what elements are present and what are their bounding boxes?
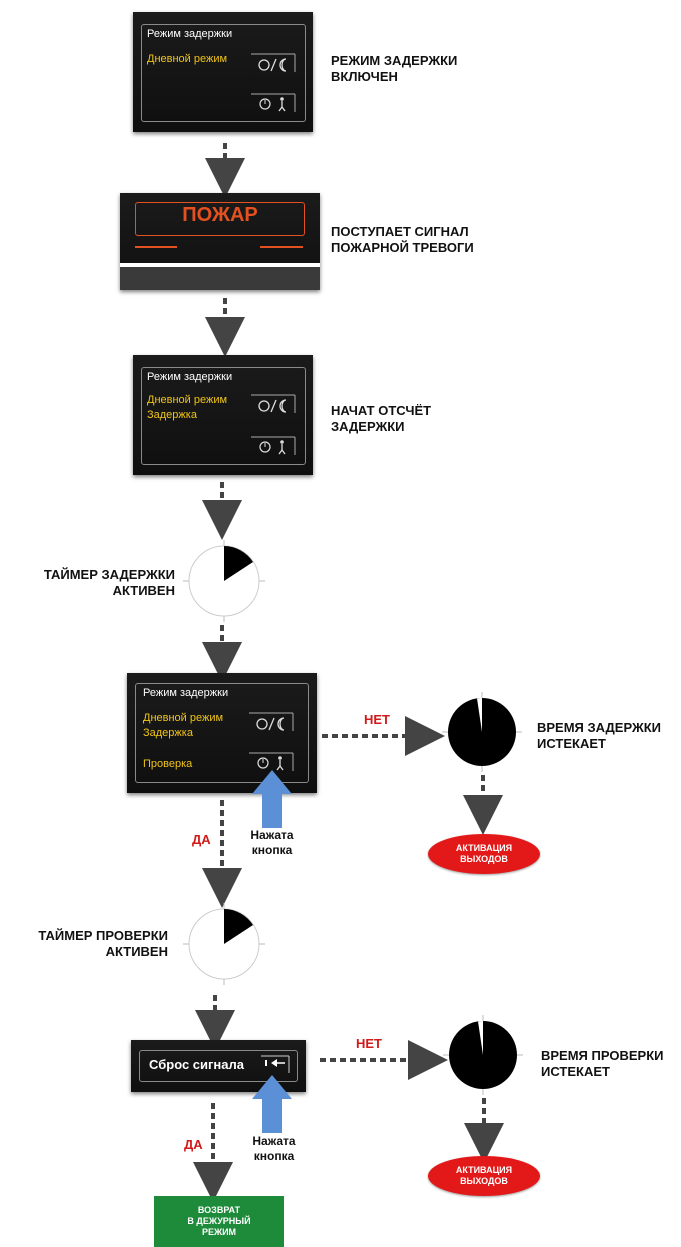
screen-title: Режим задержки — [147, 28, 233, 40]
label-line: ВКЛЮЧЕН — [331, 69, 398, 84]
reset-text: Сброс сигнала — [149, 1057, 245, 1072]
check-expired-clock-icon — [443, 1015, 523, 1095]
fire-box — [135, 202, 305, 236]
label-check-timer: ТАЙМЕР ПРОВЕРКИ АКТИВЕН — [0, 928, 168, 960]
label-line: ТАЙМЕР ЗАДЕРЖКИ — [43, 567, 175, 582]
label-line: Нажата — [250, 828, 294, 842]
label-delay-expires: ВРЕМЯ ЗАДЕРЖКИ ИСТЕКАЕТ — [537, 720, 661, 752]
screen-frame — [135, 683, 309, 783]
fire-bottom-band — [120, 267, 320, 290]
label-line: НАЧАТ ОТСЧЁТ — [331, 403, 432, 418]
screen-delay-mode-on: Режим задержки Дневной режим — [133, 12, 313, 132]
press-arrow-icon — [252, 770, 292, 828]
label-line: РЕЖИМ ЗАДЕРЖКИ — [331, 53, 458, 68]
label-line: ПОСТУПАЕТ СИГНАЛ — [331, 224, 469, 239]
pill-line: АКТИВАЦИЯ — [455, 843, 513, 853]
pill-line: ВЫХОДОВ — [460, 854, 508, 864]
label-line: ИСТЕКАЕТ — [541, 1064, 610, 1079]
label-delay-timer: ТАЙМЕР ЗАДЕРЖКИ АКТИВЕН — [0, 567, 175, 599]
screen-check: Режим задержки Дневной режим Задержка Пр… — [127, 673, 317, 793]
screen-line-day-mode: Дневной режим — [147, 53, 228, 65]
delay-expired-clock-icon — [442, 692, 522, 772]
screen-title: Режим задержки — [147, 371, 233, 383]
screen-line-delay: Задержка — [143, 727, 193, 739]
label-line: кнопка — [251, 843, 293, 857]
label-line: ВРЕМЯ ЗАДЕРЖКИ — [537, 720, 661, 735]
label-delay-count: НАЧАТ ОТСЧЁТ ЗАДЕРЖКИ — [331, 403, 431, 435]
label-line: АКТИВЕН — [112, 583, 175, 598]
label-check-expires: ВРЕМЯ ПРОВЕРКИ ИСТЕКАЕТ — [541, 1048, 663, 1080]
label-line: кнопка — [253, 1149, 295, 1163]
box-line: РЕЖИМ — [201, 1227, 237, 1237]
timer-person-icon[interactable] — [249, 751, 295, 773]
label-line: ВРЕМЯ ПРОВЕРКИ — [541, 1048, 664, 1063]
check-timer-clock-icon — [183, 903, 265, 985]
fire-divider — [120, 263, 320, 267]
screen-line-day-mode: Дневной режим — [143, 712, 224, 724]
fire-text: ПОЖАР — [182, 204, 258, 226]
pill-line: ВЫХОДОВ — [460, 1176, 508, 1186]
day-night-icon — [249, 711, 295, 733]
day-night-icon — [251, 52, 297, 74]
label-no-2: НЕТ — [356, 1036, 382, 1051]
label-yes-2: ДА — [184, 1137, 203, 1152]
screen-line-check: Проверка — [143, 758, 193, 770]
fire-underline-right — [260, 246, 303, 248]
label-line: ТАЙМЕР ПРОВЕРКИ — [38, 928, 168, 943]
screen-fire: ПОЖАР — [120, 193, 320, 290]
screen-line-day-mode: Дневной режим — [147, 394, 228, 406]
screen-frame — [141, 367, 306, 465]
label-fire-signal: ПОСТУПАЕТ СИГНАЛ ПОЖАРНОЙ ТРЕВОГИ — [331, 224, 474, 256]
label-pressed-1: Нажата кнопка — [240, 828, 304, 858]
label-no-1: НЕТ — [364, 712, 390, 727]
label-line: Нажата — [252, 1134, 296, 1148]
label-yes-1: ДА — [192, 832, 211, 847]
delay-timer-clock-icon — [183, 540, 265, 622]
box-line: В ДЕЖУРНЫЙ — [187, 1216, 251, 1226]
screen-delay-count: Режим задержки Дневной режим Задержка — [133, 355, 313, 475]
press-arrow-icon — [252, 1075, 292, 1133]
screen-frame — [141, 24, 306, 122]
label-pressed-2: Нажата кнопка — [242, 1134, 306, 1164]
timer-person-icon — [251, 92, 297, 114]
pill-line: АКТИВАЦИЯ — [455, 1165, 513, 1175]
screen-frame — [139, 1050, 298, 1082]
label-line: ПОЖАРНОЙ ТРЕВОГИ — [331, 240, 474, 255]
box-line: ВОЗВРАТ — [197, 1205, 241, 1215]
screen-line-delay: Задержка — [147, 409, 197, 421]
day-night-icon — [251, 393, 297, 415]
reset-icon[interactable] — [259, 1053, 293, 1077]
label-line: ИСТЕКАЕТ — [537, 736, 606, 751]
label-line: АКТИВЕН — [105, 944, 168, 959]
timer-person-icon — [251, 435, 297, 457]
return-standby-box: ВОЗВРАТ В ДЕЖУРНЫЙ РЕЖИМ — [154, 1196, 284, 1247]
fire-underline-left — [135, 246, 177, 248]
label-line: ЗАДЕРЖКИ — [331, 419, 405, 434]
screen-title: Режим задержки — [143, 687, 229, 699]
label-delay-on: РЕЖИМ ЗАДЕРЖКИ ВКЛЮЧЕН — [331, 53, 457, 85]
